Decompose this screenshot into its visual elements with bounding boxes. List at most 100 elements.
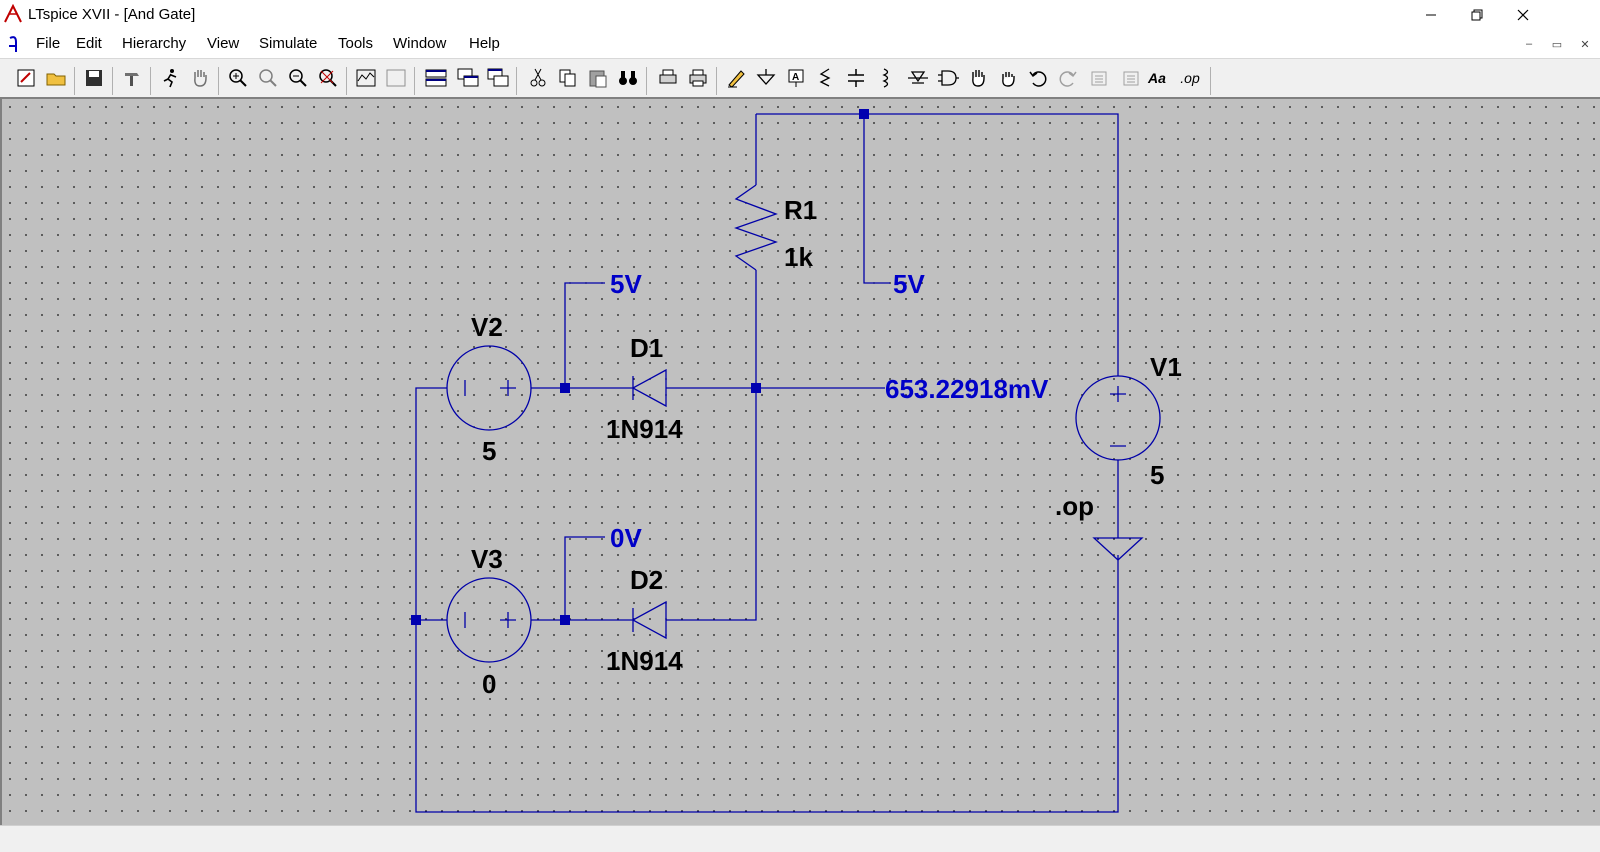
ground-button[interactable]	[752, 63, 780, 93]
d2-name[interactable]: D2	[630, 565, 663, 595]
redo-icon	[1059, 71, 1077, 87]
doc-close-button[interactable]: ✕	[1580, 38, 1590, 51]
waveform-icon	[356, 69, 376, 87]
text-button[interactable]: Aa	[1146, 63, 1174, 93]
wire-v3-label	[564, 536, 605, 620]
tile-vertical-button[interactable]	[484, 63, 512, 93]
zoom-fit-button[interactable]	[314, 63, 342, 93]
copy-button[interactable]	[554, 63, 582, 93]
net-label-v1[interactable]: 5V	[893, 269, 925, 299]
spice-directive-op[interactable]: .op	[1055, 491, 1094, 521]
v3-name[interactable]: V3	[471, 544, 503, 574]
zoom-out-button[interactable]	[284, 63, 312, 93]
title-bar: LTspice XVII - [And Gate]	[0, 0, 1600, 30]
inductor-icon	[882, 68, 889, 88]
print-button[interactable]	[684, 63, 712, 93]
doc-restore-button[interactable]: ▭	[1551, 38, 1563, 51]
doc-minimize-button[interactable]: –	[1525, 38, 1533, 50]
draw-wire-button[interactable]	[722, 63, 750, 93]
d1-name[interactable]: D1	[630, 333, 663, 363]
resistor-button[interactable]	[812, 63, 840, 93]
schematic-labels: R1 1k V2 5 V3 0 V1 5 D1 1N914 D2 1N914 5…	[471, 195, 1182, 699]
new-schematic-button[interactable]	[12, 63, 40, 93]
tile-horizontal-button[interactable]	[422, 63, 450, 93]
r1-name[interactable]: R1	[784, 195, 817, 225]
minimize-button[interactable]	[1408, 0, 1454, 30]
menu-window[interactable]: Window	[393, 35, 447, 52]
autorange-button[interactable]	[352, 63, 380, 93]
pencil-icon	[728, 70, 745, 88]
ground-icon	[756, 69, 776, 85]
v1-name[interactable]: V1	[1150, 352, 1182, 382]
junctions	[411, 109, 869, 625]
rotate-button[interactable]	[1086, 63, 1114, 93]
open-button[interactable]	[42, 63, 70, 93]
menu-file[interactable]: File	[36, 35, 61, 52]
menu-hierarchy[interactable]: Hierarchy	[122, 35, 187, 52]
inductor-button[interactable]	[872, 63, 900, 93]
ltspice-app-icon[interactable]	[3, 4, 23, 24]
hand-icon	[194, 70, 207, 87]
hammer-icon	[125, 73, 139, 86]
spice-directive-button[interactable]: .op	[1176, 63, 1204, 93]
schematic-canvas[interactable]: R1 1k V2 5 V3 0 V1 5 D1 1N914 D2 1N914 5…	[0, 97, 1600, 825]
pan-icon	[259, 69, 277, 87]
v2-name[interactable]: V2	[471, 312, 503, 342]
printer-icon	[689, 69, 707, 87]
diode-button[interactable]	[904, 63, 932, 93]
copy-icon	[559, 69, 576, 87]
close-icon	[1517, 9, 1529, 21]
control-panel-button[interactable]	[118, 63, 146, 93]
diode-d2	[631, 600, 688, 640]
new-schematic-icon	[17, 69, 35, 87]
resistor-icon	[819, 68, 831, 87]
paste-button[interactable]	[584, 63, 612, 93]
net-label-v2[interactable]: 5V	[610, 269, 642, 299]
find-button[interactable]	[614, 63, 642, 93]
menu-help[interactable]: Help	[469, 35, 500, 52]
redo-button[interactable]	[1054, 63, 1082, 93]
cascade-button[interactable]	[454, 63, 482, 93]
zoom-out-icon	[289, 69, 307, 87]
menu-simulate[interactable]: Simulate	[259, 35, 318, 52]
v1-value[interactable]: 5	[1150, 460, 1164, 490]
net-label-v3[interactable]: 0V	[610, 523, 642, 553]
restore-button[interactable]	[1454, 0, 1500, 30]
save-button[interactable]	[80, 63, 108, 93]
mirror-button[interactable]	[1116, 63, 1144, 93]
run-button[interactable]	[156, 63, 184, 93]
pan-button[interactable]	[254, 63, 282, 93]
schematic-drawing	[411, 109, 1161, 813]
menu-edit[interactable]: Edit	[76, 35, 102, 52]
schematic-doc-icon[interactable]	[6, 34, 26, 54]
rotate-icon	[1091, 71, 1107, 86]
undo-button[interactable]	[1024, 63, 1052, 93]
menu-view[interactable]: View	[207, 35, 240, 52]
spice-directive-label: .op	[1180, 70, 1200, 86]
move-button[interactable]	[964, 63, 992, 93]
source-v1-signs	[1110, 386, 1126, 447]
close-button[interactable]	[1500, 0, 1546, 30]
cut-button[interactable]	[524, 63, 552, 93]
d1-model[interactable]: 1N914	[606, 414, 683, 444]
tile-vertical-icon	[487, 68, 509, 87]
net-label-output[interactable]: 653.22918mV	[885, 374, 1049, 404]
plot-settings-button[interactable]	[382, 63, 410, 93]
source-v1	[1075, 375, 1161, 461]
print-preview-icon	[659, 69, 677, 84]
drag-button[interactable]	[994, 63, 1022, 93]
halt-button[interactable]	[186, 63, 214, 93]
wire-top	[756, 113, 1119, 376]
menu-tools[interactable]: Tools	[338, 35, 374, 52]
label-net-button[interactable]: A	[782, 63, 810, 93]
d2-model[interactable]: 1N914	[606, 646, 683, 676]
r1-value[interactable]: 1k	[784, 242, 813, 272]
wire-v1-label	[863, 114, 890, 284]
capacitor-button[interactable]	[842, 63, 870, 93]
zoom-in-button[interactable]	[224, 63, 252, 93]
component-button[interactable]	[934, 63, 962, 93]
v2-value[interactable]: 5	[482, 436, 496, 466]
run-icon	[163, 69, 177, 88]
print-preview-button[interactable]	[654, 63, 682, 93]
v3-value[interactable]: 0	[482, 669, 496, 699]
